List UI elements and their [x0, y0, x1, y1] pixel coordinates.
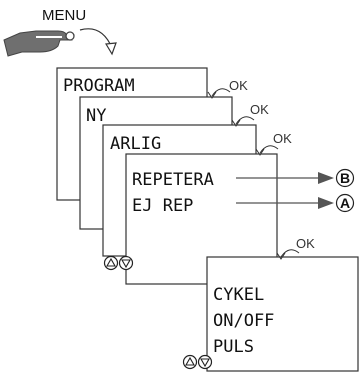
- target-b-label: B: [340, 170, 350, 186]
- ok-label: OK: [296, 236, 315, 251]
- screen-repetera-text: REPETERA: [132, 170, 214, 190]
- screen-program-text: PROGRAM: [63, 76, 135, 96]
- screen-ny-text: NY: [86, 106, 106, 126]
- ok-label: OK: [229, 78, 248, 93]
- screen-cykel-text: CYKEL: [213, 285, 264, 305]
- ok-arrow-4: OK: [277, 236, 315, 259]
- up-down-buttons-1: [105, 257, 133, 270]
- ok-arrow-3: OK: [256, 131, 292, 155]
- ok-label: OK: [250, 102, 269, 117]
- up-down-buttons-2: [184, 356, 212, 369]
- screen-ejrep-text: EJ REP: [132, 196, 193, 216]
- screen-cykel: CYKEL ON/OFF PULS: [207, 257, 358, 371]
- screen-puls-text: PULS: [213, 337, 254, 357]
- screen-onoff-text: ON/OFF: [213, 311, 274, 331]
- menu-button-icon: [66, 32, 74, 40]
- ok-label: OK: [273, 131, 292, 146]
- hand-icon: [4, 31, 74, 56]
- target-a-label: A: [340, 195, 350, 211]
- menu-label: MENU: [42, 7, 86, 24]
- ok-arrow-1: OK: [208, 78, 248, 98]
- screen-arlig-text: ARLIG: [110, 134, 161, 154]
- ok-arrow-2: OK: [232, 102, 269, 126]
